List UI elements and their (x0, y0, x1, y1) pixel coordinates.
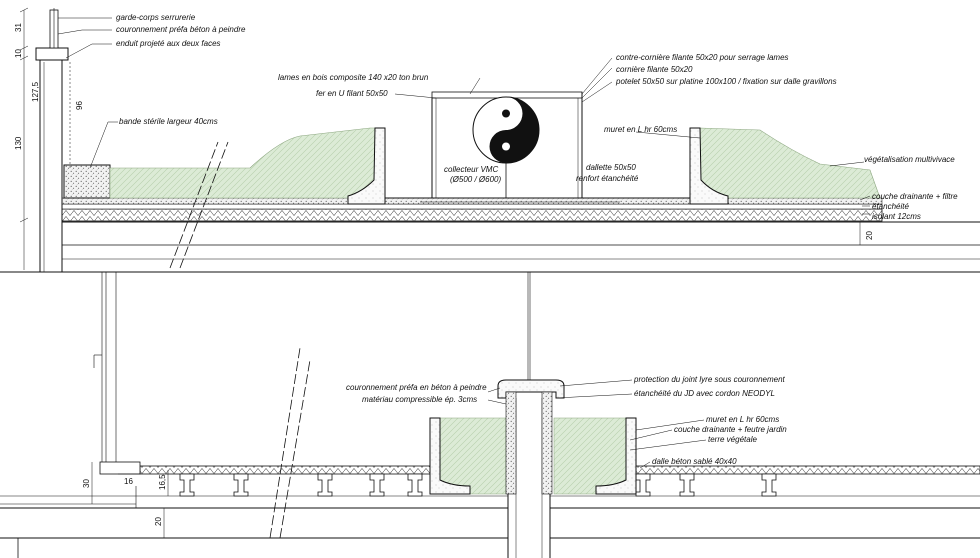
label-bande-sterile: bande stérile largeur 40cms (119, 117, 218, 126)
bottom-section: couronnement préfa en béton à peindre ma… (0, 272, 980, 558)
dim-165: 16,5 (158, 474, 167, 490)
top-slab (0, 221, 980, 273)
top-leaders (57, 17, 871, 215)
label-corniere: cornière filante 50x20 (616, 65, 693, 74)
dim-20-top: 20 (865, 231, 874, 240)
dim-96: 96 (75, 101, 84, 110)
label-protection: protection du joint lyre sous couronneme… (633, 375, 786, 384)
pedestals (179, 473, 777, 497)
label-couronnement-bottom: couronnement préfa en béton à peindre (346, 383, 487, 392)
top-drain-layer (61, 197, 883, 205)
top-break-lines (169, 141, 229, 269)
label-muret-bottom: muret en L hr 60cms (706, 415, 779, 424)
label-collecteur-1: collecteur VMC (444, 165, 498, 174)
label-materiau: matériau compressible ép. 3cms (362, 395, 477, 404)
bottom-leaders (487, 379, 707, 469)
dim-30: 30 (82, 479, 91, 488)
deck-slabs (99, 461, 980, 475)
bottom-dimensions (91, 462, 169, 538)
bottom-break-lines (269, 347, 311, 539)
label-enduit: enduit projeté aux deux faces (116, 39, 221, 48)
top-section: garde-corps serrurerie couronnement préf… (0, 7, 980, 273)
bottom-verticals (93, 272, 531, 462)
coping-joint (497, 379, 565, 495)
label-dallette-1: dallette 50x50 (586, 163, 636, 172)
top-insulation (61, 208, 883, 222)
label-couche-drainante-top: couche drainante + filtre (872, 192, 958, 201)
dim-130: 130 (14, 136, 23, 150)
vegetation-left (109, 127, 376, 199)
dim-1275: 127,5 (31, 81, 40, 102)
l-wall-right (689, 127, 729, 205)
label-lames-bois: lames en bois composite 140 x20 ton brun (278, 73, 429, 82)
label-etancheite-jd: étanchéité du JD avec cordon NEODYL (634, 389, 775, 398)
label-dalle-beton: dalle béton sablé 40x40 (652, 457, 737, 466)
label-collecteur-2: (Ø500 / Ø600) (450, 175, 501, 184)
vmc-frame (385, 91, 690, 203)
label-fer-u: fer en U filant 50x50 (316, 89, 388, 98)
label-couronnement-top: couronnement préfa béton à peindre (116, 25, 246, 34)
label-isolant: isolant 12cms (872, 212, 921, 221)
vmc-collector-symbol (472, 96, 540, 198)
label-contre-corniere: contre-cornière filante 50x20 pour serra… (616, 53, 789, 62)
planter-right-soil (553, 417, 627, 495)
dim-31: 31 (14, 23, 23, 32)
bottom-slab (0, 398, 980, 558)
planter-left-wall (429, 417, 471, 495)
dim-16: 16 (124, 477, 133, 486)
label-terre: terre végétale (708, 435, 757, 444)
label-couche-drainante-bottom: couche drainante + feutre jardin (674, 425, 787, 434)
planter-left-soil (439, 417, 507, 495)
dim-20-bottom: 20 (154, 517, 163, 526)
label-dallette-2: renfort étanchéité (576, 174, 639, 183)
planter-right-wall (595, 417, 637, 495)
top-etancheite (61, 203, 883, 210)
sterile-band (63, 164, 111, 199)
label-garde-corps: garde-corps serrurerie (116, 13, 196, 22)
label-etancheite: étanchéité (872, 202, 909, 211)
parapet-wall (35, 8, 69, 273)
label-muret-top: muret en L hr 60cms (604, 125, 677, 134)
label-potelet: potelet 50x50 sur platine 100x100 / fixa… (615, 77, 837, 86)
dim-10: 10 (14, 49, 23, 58)
l-wall-left (347, 127, 386, 205)
vegetation-right (699, 127, 881, 199)
top-dimensions (19, 7, 861, 270)
label-vegetalisation: végétalisation multivivace (864, 155, 955, 164)
